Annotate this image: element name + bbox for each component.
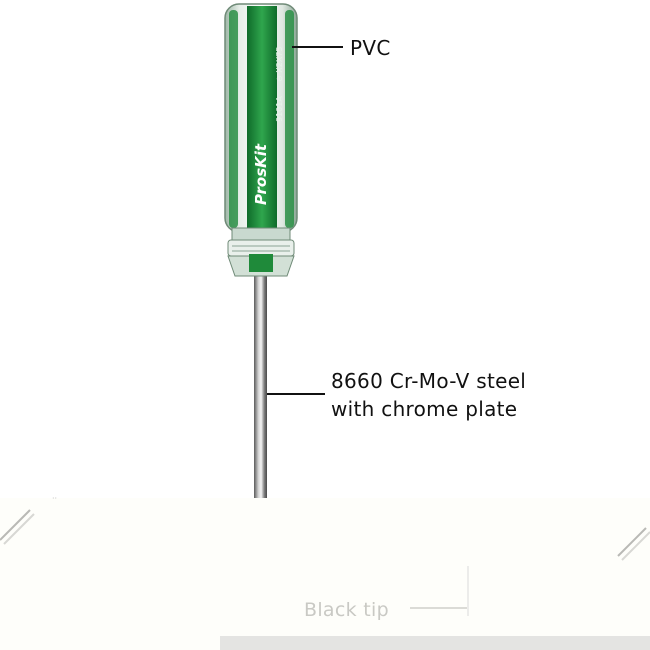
pvc-label: PVC <box>350 36 391 60</box>
steel-label-line-1: 8660 Cr-Mo-V steel <box>331 369 527 393</box>
faded-lower-band <box>0 498 650 650</box>
corner-speck: ·· <box>52 494 58 503</box>
steel-label: 8660 Cr-Mo-V steel with chrome plate <box>331 367 526 423</box>
svg-text:ProsKit: ProsKit <box>252 143 270 205</box>
svg-text:⊖ X2X75: ⊖ X2X75 <box>275 47 284 82</box>
faded-decoration <box>0 509 650 616</box>
handle-model-marking: 9101A <box>275 96 284 122</box>
handle-size-marking: ⊖ X2X75 <box>275 47 284 82</box>
handle-brand-marking: ProsKit <box>252 143 270 205</box>
svg-text:9101A: 9101A <box>275 96 284 122</box>
screwdriver-handle <box>224 3 298 277</box>
steel-label-line-2: with chrome plate <box>331 397 518 421</box>
screwdriver-shaft <box>254 272 267 500</box>
bottom-gray-bar <box>220 636 650 650</box>
tip-label: Black tip <box>304 599 389 621</box>
